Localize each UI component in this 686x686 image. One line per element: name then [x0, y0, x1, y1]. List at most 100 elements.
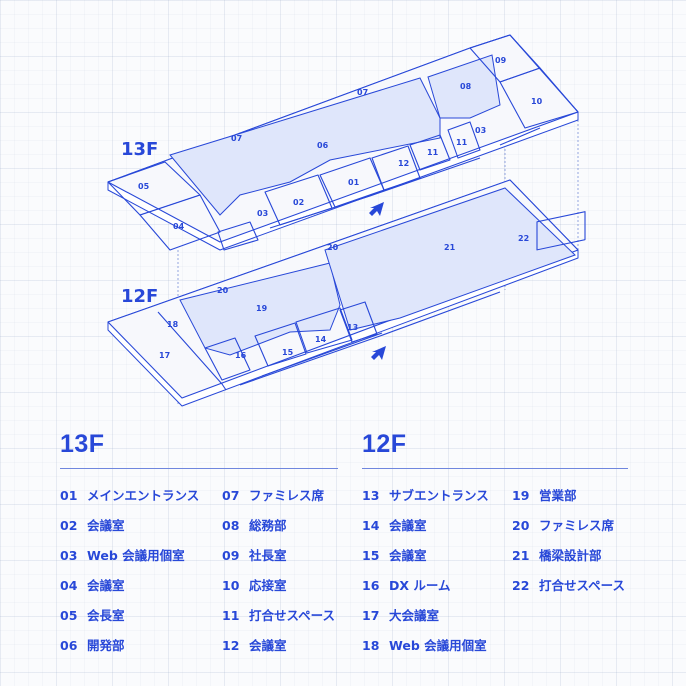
room-name: ファミレス席 [249, 488, 325, 503]
room-label: 08 [460, 82, 472, 91]
legend-item: 22 打合せスペース [512, 575, 628, 605]
room-name: 総務部 [249, 518, 287, 533]
room-label: 18 [167, 320, 179, 329]
room-number: 15 [362, 548, 380, 563]
room-label: 15 [282, 348, 294, 357]
room-name: 開発部 [87, 638, 125, 653]
legend-item: 12 会議室 [222, 635, 338, 665]
legend-item: 17 大会議室 [362, 605, 512, 635]
room-number: 03 [60, 548, 78, 563]
room-label: 12 [398, 159, 409, 168]
room-number: 04 [60, 578, 78, 593]
room-name: 会議室 [389, 518, 427, 533]
room-number: 01 [60, 488, 78, 503]
floor-13-plan [107, 34, 579, 251]
room-number: 21 [512, 548, 530, 563]
room-number: 19 [512, 488, 530, 503]
legend-divider [362, 468, 628, 469]
room-labels-12f: 13 14 15 16 17 18 19 20 20 21 22 [159, 234, 529, 360]
room-label: 04 [173, 222, 185, 231]
room-number: 11 [222, 608, 240, 623]
room-label: 20 [327, 243, 339, 252]
legend-item: 07 ファミレス席 [222, 485, 338, 515]
legend-item: 10 応接室 [222, 575, 338, 605]
floor-label-12f: 12F [121, 286, 158, 307]
room-number: 16 [362, 578, 380, 593]
room-number: 14 [362, 518, 380, 533]
room-label: 13 [347, 323, 358, 332]
room-label: 11 [456, 138, 468, 147]
room-name: DX ルーム [389, 578, 451, 593]
room-name: 打合せスペース [539, 578, 626, 593]
room-label: 21 [444, 243, 456, 252]
room-label: 03 [475, 126, 486, 135]
room-number: 10 [222, 578, 240, 593]
room-label: 19 [256, 304, 268, 313]
room-name: Web 会議用個室 [389, 638, 487, 653]
room-label: 16 [235, 351, 247, 360]
legend-item: 02 会議室 [60, 515, 222, 545]
room-number: 02 [60, 518, 78, 533]
room-number: 20 [512, 518, 530, 533]
room-number: 07 [222, 488, 240, 503]
legend-item: 18 Web 会議用個室 [362, 635, 512, 665]
legend-item: 08 総務部 [222, 515, 338, 545]
legend-item: 05 会長室 [60, 605, 222, 635]
legend-item: 03 Web 会議用個室 [60, 545, 222, 575]
room-name: 会議室 [249, 638, 287, 653]
legend-item: 06 開発部 [60, 635, 222, 665]
legend-divider [60, 468, 338, 469]
room-number: 06 [60, 638, 78, 653]
legend-item: 20 ファミレス席 [512, 515, 628, 545]
room-number: 05 [60, 608, 78, 623]
room-number: 09 [222, 548, 240, 563]
room-name: 大会議室 [389, 608, 440, 623]
room-label: 07 [357, 88, 368, 97]
room-name: 会長室 [87, 608, 125, 623]
room-label: 10 [531, 97, 543, 106]
legend-item: 19 営業部 [512, 485, 628, 515]
room-name: 社長室 [249, 548, 287, 563]
legend-item: 14 会議室 [362, 515, 512, 545]
room-label: 17 [159, 351, 170, 360]
room-number: 18 [362, 638, 380, 653]
room-label: 02 [293, 198, 304, 207]
room-number: 08 [222, 518, 240, 533]
room-name: 会議室 [87, 518, 125, 533]
room-label: 07 [231, 134, 242, 143]
room-label: 22 [518, 234, 529, 243]
room-number: 17 [362, 608, 380, 623]
room-name: サブエントランス [389, 488, 489, 503]
legend-item: 13 サブエントランス [362, 485, 512, 515]
room-label: 03 [257, 209, 268, 218]
room-label: 01 [348, 178, 360, 187]
room-label: 05 [138, 182, 150, 191]
legend-item: 09 社長室 [222, 545, 338, 575]
room-name: Web 会議用個室 [87, 548, 185, 563]
legend-item: 15 会議室 [362, 545, 512, 575]
floor-12-plan [107, 179, 586, 407]
room-number: 12 [222, 638, 240, 653]
room-name: 営業部 [539, 488, 577, 503]
room-number: 13 [362, 488, 380, 503]
room-label: 11 [427, 148, 439, 157]
room-label: 20 [217, 286, 229, 295]
legend-item: 16 DX ルーム [362, 575, 512, 605]
room-name: 応接室 [249, 578, 287, 593]
room-name: 会議室 [389, 548, 427, 563]
floor-label-13f: 13F [121, 139, 158, 160]
room-name: ファミレス席 [539, 518, 615, 533]
legend-column: 13 サブエントランス 14 会議室 15 会議室 16 DX ルーム 17 大会議室 1… [362, 485, 512, 665]
room-number: 22 [512, 578, 530, 593]
legend-title-13f: 13F [60, 430, 105, 458]
entrance-arrow-icon [369, 202, 384, 216]
